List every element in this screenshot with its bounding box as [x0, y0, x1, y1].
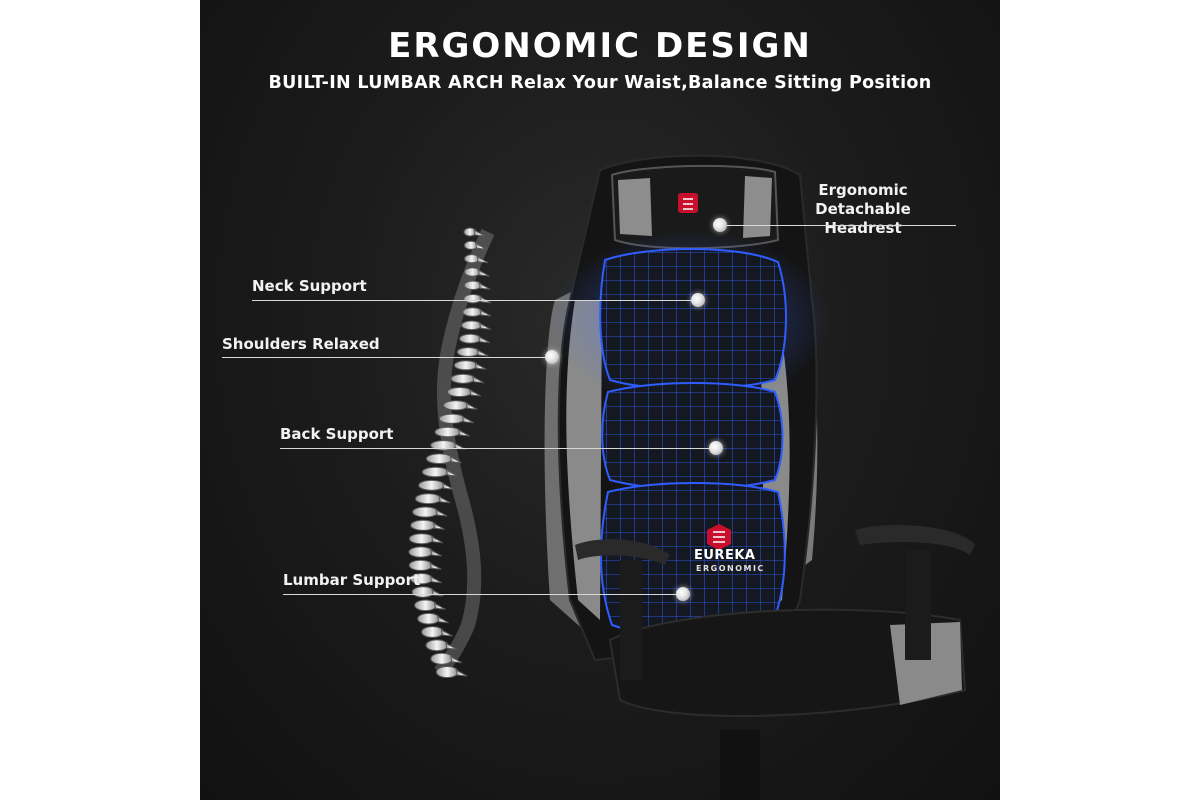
vertebra-process	[478, 282, 491, 290]
vertebra-process	[429, 575, 442, 584]
vertebra-process	[431, 589, 444, 597]
vertebra-process	[441, 482, 454, 490]
page-title: ERGONOMIC DESIGN	[388, 26, 812, 66]
vertebra-process	[476, 349, 489, 357]
vertebra-process	[476, 255, 489, 264]
back-support-hotspot[interactable]	[709, 441, 723, 455]
vertebra	[421, 466, 449, 478]
vertebra	[453, 360, 478, 371]
vertebra	[464, 280, 482, 290]
vertebra	[412, 506, 439, 518]
vertebra-process	[478, 335, 491, 344]
vertebra-process	[455, 669, 468, 677]
vertebra	[408, 546, 434, 558]
vertebra-process	[457, 429, 470, 437]
vertebra	[408, 559, 433, 571]
brand-name: EUREKA	[694, 548, 756, 563]
vertebra	[464, 267, 481, 277]
vertebra	[435, 666, 459, 678]
vertebra	[447, 387, 473, 397]
vertebra	[434, 426, 462, 438]
vertebra-process	[477, 269, 490, 277]
vertebra-process	[474, 242, 487, 250]
shoulders-relaxed-hotspot[interactable]	[545, 350, 559, 364]
vertebra-process	[473, 229, 486, 237]
lumbar-support-hotspot[interactable]	[676, 587, 690, 601]
vertebra-process	[479, 309, 492, 317]
vertebra-process	[445, 642, 458, 650]
vertebra	[425, 639, 449, 652]
headrest-label-line2: Detachable Headrest	[815, 200, 911, 237]
lumbar-support-leader-line	[283, 594, 683, 595]
vertebra-process	[445, 469, 458, 477]
vertebra	[418, 479, 446, 491]
vertebra	[463, 294, 483, 304]
brand-tagline: ERGONOMIC	[696, 564, 765, 573]
headrest-label-line1: Ergonomic	[818, 181, 908, 199]
vertebra-process	[479, 295, 492, 304]
page-subtitle: BUILT-IN LUMBAR ARCH Relax Your Waist,Ba…	[268, 73, 932, 93]
vertebra-process	[431, 535, 444, 544]
vertebra-process	[438, 495, 451, 504]
vertebra	[450, 373, 476, 384]
headrest-label: Ergonomic Detachable Headrest	[778, 181, 948, 238]
spine-illustration	[408, 227, 495, 678]
vertebra	[464, 254, 480, 264]
vertebra-process	[436, 615, 449, 624]
headrest-logo-icon	[678, 193, 698, 213]
vertebra	[417, 612, 441, 625]
back-support-leader-line	[280, 448, 716, 449]
vertebra	[415, 493, 442, 505]
vertebra-process	[432, 522, 445, 530]
eureka-logo-icon	[707, 524, 731, 550]
lumbar-support-label: Lumbar Support	[283, 571, 421, 589]
vertebra	[461, 320, 483, 331]
shoulders-relaxed-label: Shoulders Relaxed	[222, 335, 380, 353]
vertebra-process	[435, 509, 448, 517]
vertebra	[430, 652, 454, 665]
headrest-leader-line	[720, 225, 956, 226]
headrest-hotspot[interactable]	[713, 218, 727, 232]
vertebra	[443, 400, 469, 411]
vertebra	[456, 347, 480, 357]
neck-support-hotspot[interactable]	[691, 293, 705, 307]
product-panel: EUREKA ERGONOMIC ERGONOMIC DESIGN BUILT-…	[200, 0, 1000, 800]
vertebra-process	[433, 602, 446, 610]
vertebra-process	[450, 655, 463, 664]
vertebra	[408, 533, 435, 545]
vertebra-process	[461, 415, 474, 424]
back-support-label: Back Support	[280, 425, 394, 443]
vertebra-process	[474, 362, 487, 370]
artwork	[408, 154, 975, 800]
vertebra-process	[440, 629, 453, 637]
gaming-chair-illustration	[544, 154, 975, 800]
vertebra-process	[449, 455, 462, 464]
vertebra-process	[465, 402, 478, 410]
vertebra-process	[469, 389, 482, 397]
neck-support-label: Neck Support	[252, 277, 367, 295]
vertebra-process	[429, 562, 442, 570]
vertebra-process	[429, 549, 442, 557]
vertebra-process	[472, 375, 485, 384]
vertebra	[425, 453, 453, 465]
vertebra	[459, 333, 482, 344]
neck-support-leader-line	[252, 300, 698, 301]
vertebra	[421, 626, 444, 638]
vertebra	[462, 307, 483, 317]
vertebra	[410, 519, 437, 531]
vertebra	[414, 599, 437, 612]
vertebra-process	[478, 322, 491, 330]
vertebra	[438, 413, 466, 424]
shoulders-relaxed-leader-line	[222, 357, 552, 358]
